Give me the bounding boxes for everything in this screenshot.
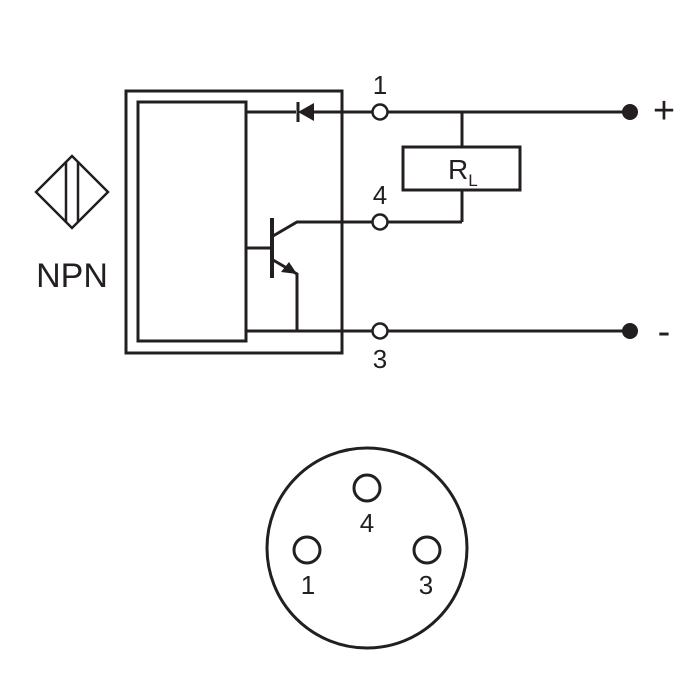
connector-face-outline (265, 446, 469, 650)
connector-pin-1 (292, 535, 322, 565)
terminal-3-connector (371, 322, 389, 340)
supply-negative-label: - (658, 311, 671, 353)
terminal-3-label: 3 (373, 344, 387, 374)
connector-pinout: 4 1 3 (265, 446, 469, 650)
sensor-diamond-outline (34, 154, 110, 230)
connector-pin-1-label: 1 (301, 570, 315, 600)
sensor-symbol-icon (34, 154, 110, 230)
connector-pin-4-label: 4 (360, 508, 374, 538)
connector-pin-3 (412, 535, 442, 565)
sensor-electronics-block (136, 100, 248, 343)
diode-triangle (298, 103, 314, 121)
transistor-emitter-arrow (281, 262, 297, 274)
connector-pin-4 (352, 473, 382, 503)
terminal-4-label: 4 (373, 180, 387, 210)
load-resistor-label: RL (448, 154, 478, 190)
transistor-collector-wire (272, 220, 372, 238)
npn-transistor-icon (246, 218, 372, 331)
supply-positive-label: + (653, 90, 675, 132)
sensor-type-label: NPN (36, 257, 108, 295)
supply-negative-terminal (622, 323, 638, 339)
terminal-1-label: 1 (373, 70, 387, 100)
terminal-4-connector (371, 213, 389, 231)
diode-icon (296, 102, 314, 122)
connector-pin-3-label: 3 (419, 570, 433, 600)
terminal-1-connector (371, 103, 389, 121)
supply-positive-terminal (622, 104, 638, 120)
